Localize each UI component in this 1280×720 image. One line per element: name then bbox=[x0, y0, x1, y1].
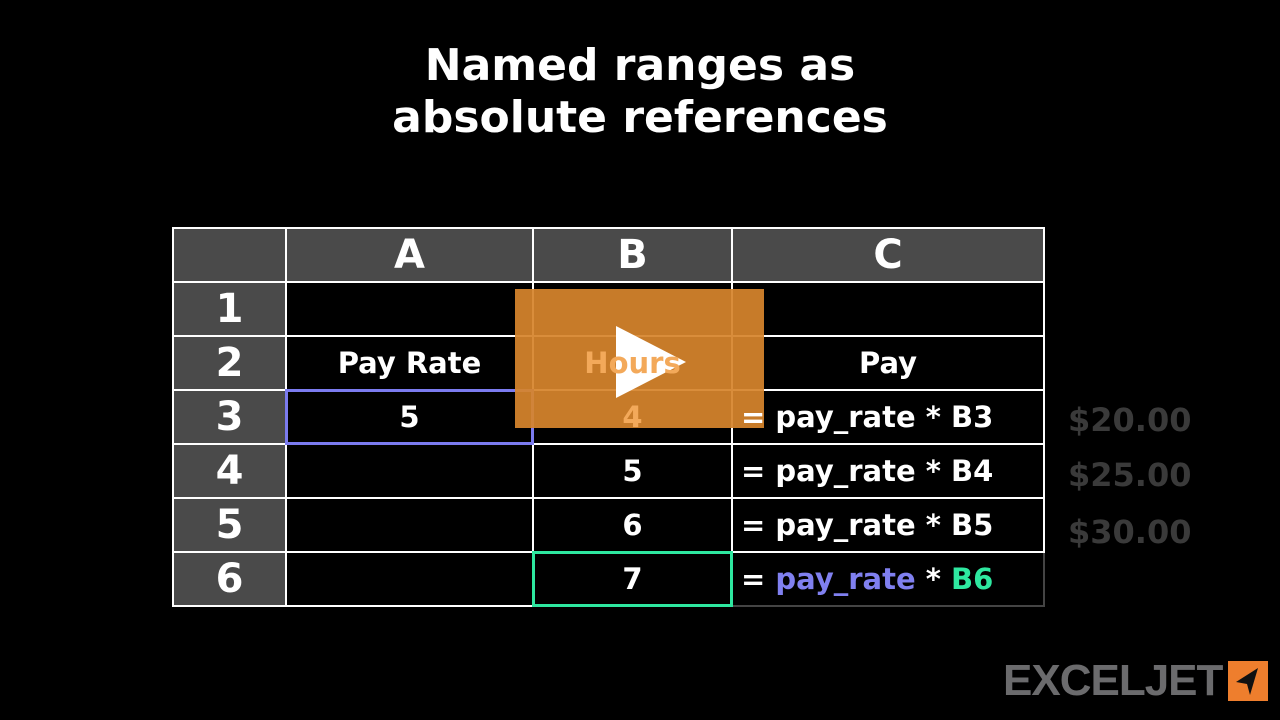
cell-a1 bbox=[285, 281, 534, 337]
cell-c2: Pay bbox=[731, 335, 1045, 391]
row-header: 2 bbox=[172, 335, 287, 391]
cell-a2: Pay Rate bbox=[285, 335, 534, 391]
cell-b2-text: Hours bbox=[584, 346, 681, 380]
cell-ref: B6 bbox=[951, 562, 994, 596]
spreadsheet-grid: A B C 1 2 Pay Rate Hours Pay 3 5 4 = pay… bbox=[172, 227, 1045, 607]
column-header-c: C bbox=[731, 227, 1045, 283]
cell-a5 bbox=[285, 497, 534, 553]
cell-c4: = pay_rate * B4 bbox=[731, 443, 1045, 499]
cell-a6 bbox=[285, 551, 534, 607]
result-value: $25.00 bbox=[1068, 456, 1192, 494]
cell-b6: 7 bbox=[532, 551, 733, 607]
row-header: 5 bbox=[172, 497, 287, 553]
cell-c1 bbox=[731, 281, 1045, 337]
table-row: 4 5 = pay_rate * B4 bbox=[172, 443, 1045, 499]
play-icon bbox=[616, 326, 686, 398]
result-value: $20.00 bbox=[1068, 401, 1192, 439]
row-header: 6 bbox=[172, 551, 287, 607]
table-row: 5 6 = pay_rate * B5 bbox=[172, 497, 1045, 553]
row-header: 4 bbox=[172, 443, 287, 499]
row-header: 3 bbox=[172, 389, 287, 445]
cell-c3-text: = pay_rate * B3 bbox=[741, 400, 994, 434]
cell-c3: = pay_rate * B3 bbox=[731, 389, 1045, 445]
named-range-ref: pay_rate bbox=[775, 562, 916, 596]
column-header-b: B bbox=[532, 227, 733, 283]
play-button[interactable] bbox=[515, 289, 764, 428]
exceljet-logo: EXCELJET bbox=[1003, 656, 1269, 706]
logo-arrow-icon bbox=[1228, 661, 1269, 701]
column-header-a: A bbox=[285, 227, 534, 283]
cell-c5: = pay_rate * B5 bbox=[731, 497, 1045, 553]
slide-title: Named ranges as absolute references bbox=[392, 40, 888, 143]
table-row: 3 5 4 = pay_rate * B3 bbox=[172, 389, 1045, 445]
corner-cell bbox=[172, 227, 287, 283]
cell-b3-text: 4 bbox=[622, 400, 643, 434]
table-row: 6 7 = pay_rate * B6 bbox=[172, 551, 1045, 607]
cell-b4: 5 bbox=[532, 443, 733, 499]
result-value: $30.00 bbox=[1068, 513, 1192, 551]
cell-b5: 6 bbox=[532, 497, 733, 553]
cell-a3-pay-rate: 5 bbox=[285, 389, 534, 445]
row-header: 1 bbox=[172, 281, 287, 337]
cell-c6: = pay_rate * B6 bbox=[731, 551, 1045, 607]
cell-a4 bbox=[285, 443, 534, 499]
